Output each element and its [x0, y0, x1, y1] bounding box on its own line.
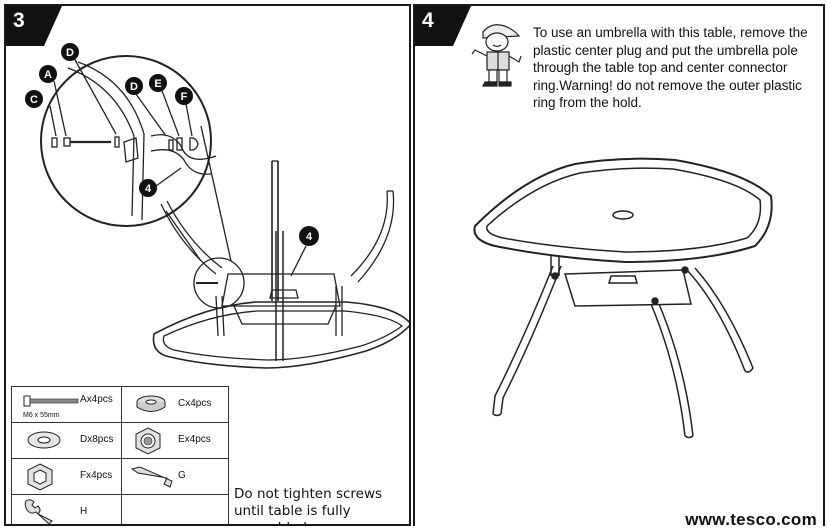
umbrella-instruction: To use an umbrella with this table, remo… [533, 25, 808, 110]
empty-cell [121, 494, 229, 524]
part-h-cell: H [11, 494, 122, 524]
callout-leg-zoom: 4 [145, 183, 152, 195]
step-3-illustration: D A C D E F 4 4 [25, 43, 409, 369]
part-c-cell: Cx4pcs [121, 386, 229, 423]
callout-leg: 4 [306, 231, 313, 243]
nut-icon [135, 427, 161, 455]
part-g-cell: G [121, 458, 229, 495]
part-e-cell: Ex4pcs [121, 422, 229, 459]
step-4-tab: 4 [415, 6, 471, 46]
callout-d-upper: D [66, 47, 74, 59]
step-3-tab: 3 [6, 6, 62, 46]
wrench-icon [24, 499, 53, 524]
part-a-label: Ax4pcs [80, 394, 113, 405]
part-a-spec: M6 x 55mm [23, 412, 60, 419]
cap-nut-icon [27, 463, 53, 491]
part-d-label: Dx8pcs [80, 434, 114, 445]
mascot-worker-icon [471, 24, 522, 87]
part-a-cell: Ax4pcs M6 x 55mm [11, 386, 122, 423]
step-4-panel: 4 To use an umbrella with this table, re… [413, 4, 825, 526]
step-3-number: 3 [13, 9, 25, 32]
allen-key-icon [130, 466, 173, 488]
part-e-label: Ex4pcs [178, 434, 211, 445]
spring-washer-icon [136, 395, 166, 412]
part-d-cell: Dx8pcs [11, 422, 122, 459]
callout-c: C [30, 94, 38, 106]
part-g-label: G [178, 470, 186, 481]
step-3-panel: 3 [4, 4, 411, 526]
part-h-label: H [80, 506, 88, 517]
flat-washer-icon [27, 431, 61, 449]
callout-e: E [154, 78, 161, 90]
callout-d-right: D [130, 81, 138, 93]
parts-table: Ax4pcs M6 x 55mm Cx4pcs Dx8pcs [11, 386, 229, 524]
step-4-number: 4 [422, 9, 434, 32]
footer-url[interactable]: www.tesco.com [681, 510, 819, 530]
part-f-label: Fx4pcs [80, 470, 113, 481]
callout-f: F [181, 91, 188, 103]
bolt-icon [23, 395, 79, 407]
assembly-note: Do not tighten screws until table is ful… [234, 486, 383, 524]
part-c-label: Cx4pcs [178, 398, 212, 409]
step-4-table-illustration [473, 157, 773, 439]
part-f-cell: Fx4pcs [11, 458, 122, 495]
callout-a: A [44, 69, 52, 81]
